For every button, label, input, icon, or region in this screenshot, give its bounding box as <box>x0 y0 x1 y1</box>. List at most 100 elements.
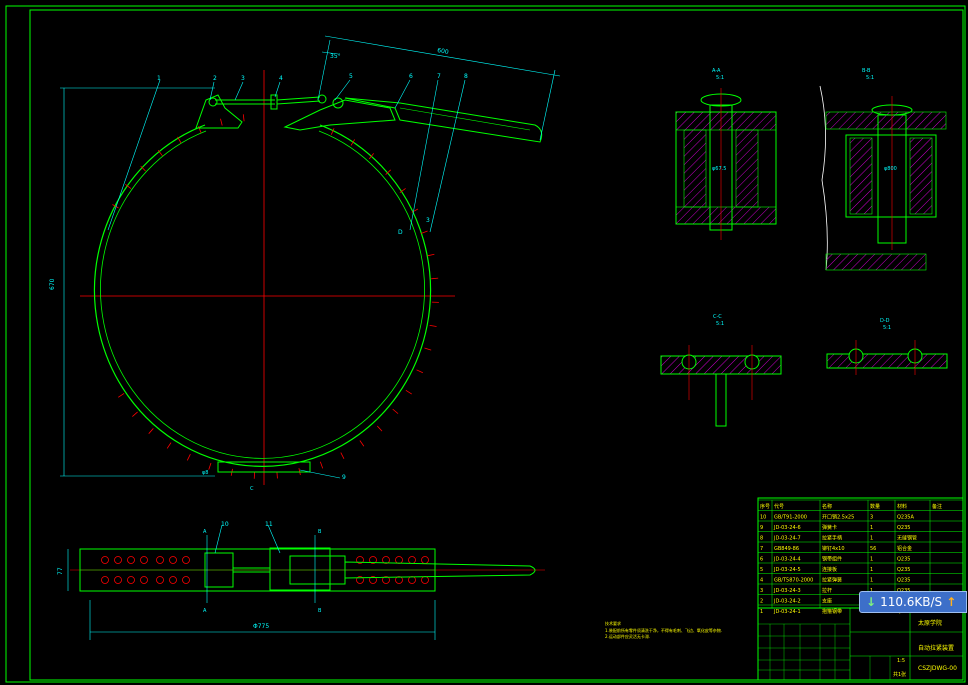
rivet-hole <box>156 556 164 564</box>
bom-cell: 9 <box>760 525 763 531</box>
section-cc: C-C 5:1 <box>660 314 782 427</box>
rivet-hole <box>114 576 122 584</box>
section-cc-scale: 5:1 <box>716 321 724 327</box>
rivet-hole <box>369 556 377 564</box>
bom-cell: 1 <box>760 609 763 615</box>
bom-header-cell: 序号 <box>760 503 770 510</box>
bom-cell: Q235 <box>897 578 910 584</box>
part-label-5: 5 <box>349 73 353 80</box>
inner-frame <box>29 9 964 681</box>
part-label-2: 2 <box>213 75 217 82</box>
bom-header-cell: 材料 <box>897 503 907 510</box>
bom-header-cell: 备注 <box>932 503 942 510</box>
dim-plan-width: Φ775 <box>253 623 269 630</box>
rivet-mark <box>350 139 355 146</box>
part-label-7: 7 <box>437 73 441 80</box>
bom-cell: JD-03-24-2 <box>773 599 801 605</box>
bom-cell: 拉杆 <box>822 587 832 594</box>
rivet-mark <box>157 149 163 157</box>
bom-cell: 铝合金 <box>897 545 912 552</box>
rivet-mark <box>411 208 419 213</box>
connector-plate <box>283 99 396 131</box>
rivet-mark <box>399 188 406 193</box>
rivet-mark <box>330 128 335 135</box>
rivet-hole <box>408 576 416 584</box>
rivet-hole <box>182 576 190 584</box>
section-bb-dim: φ800 <box>884 166 897 172</box>
rivet-mark <box>429 324 437 327</box>
rivet-mark <box>177 136 182 144</box>
bom-cell: 1 <box>870 567 873 573</box>
rivet-hole <box>101 556 109 564</box>
drawing-name: 自动拉紧装置 <box>918 644 954 652</box>
plan-mark-b-bottom: B <box>318 608 322 614</box>
sheet-count: 共1张 <box>893 671 906 678</box>
plan-mark-a-top: A <box>203 529 207 535</box>
bom-cell: 拉紧手柄 <box>822 535 842 542</box>
bom-cell: 拉紧弹簧 <box>822 577 842 584</box>
school-name: 太原学院 <box>918 619 942 627</box>
dim-c-label: C <box>250 486 254 492</box>
bom-cell: 56 <box>870 546 876 552</box>
rivet-hole <box>101 576 109 584</box>
dim-d: D <box>398 229 403 236</box>
bom-cell: Q235 <box>897 557 910 563</box>
bom-cell: 1 <box>870 578 873 584</box>
bom-cell: GB/T5870-2000 <box>774 578 813 584</box>
section-dd-scale: 5:1 <box>883 325 891 331</box>
rivet-mark <box>376 425 383 432</box>
bom-cell: JD-03-24-1 <box>773 609 801 615</box>
bom-cell: 1 <box>870 557 873 563</box>
support-bracket <box>195 94 243 129</box>
rivet-mark <box>385 169 392 175</box>
section-dd-title: D-D <box>880 318 890 324</box>
bom-cell: 8 <box>760 536 763 542</box>
bom-cell: JD-03-24-7 <box>773 536 801 542</box>
dim-angle: 35° <box>330 53 341 60</box>
dim-plan-height: 77 <box>57 567 64 575</box>
bom-cell: 无缝钢管 <box>897 535 917 542</box>
bom-cell: 3 <box>760 588 763 594</box>
section-dd: D-D 5:1 <box>826 318 948 375</box>
rivet-mark <box>405 389 412 395</box>
dim-d3: 3 <box>426 217 430 224</box>
rivet-mark <box>118 393 125 398</box>
bom-cell: 铆钉4x10 <box>822 545 845 552</box>
bom-cell: 10 <box>760 515 766 521</box>
rivet-hole <box>114 556 122 564</box>
section-bb: B-B 5:1 φ800 <box>819 68 947 271</box>
bom-cell: Q235 <box>897 525 910 531</box>
bom-cell: 6 <box>760 557 763 563</box>
plan-mark-a-bottom: A <box>203 608 207 614</box>
notes-line-1: 1.装配前所有零件须清洗干净，不得有毛刺、飞边、氧化皮等杂物. <box>605 627 722 633</box>
bom-cell: 连接板 <box>822 566 837 573</box>
rivet-hole <box>182 556 190 564</box>
bom-cell: Q235 <box>897 567 910 573</box>
rivet-hole <box>156 576 164 584</box>
bom-cell: 3 <box>870 515 873 521</box>
bom-cell: 2 <box>760 599 763 605</box>
bom-cell: 支座 <box>822 598 832 605</box>
rivet-mark <box>340 452 345 459</box>
network-speed-widget[interactable]: ↓ 110.6KB/S ↑ <box>859 591 967 613</box>
notes-line-2: 2.运动部件应灵活无卡滞. <box>605 633 650 639</box>
tension-handle <box>344 97 543 143</box>
rivet-mark <box>132 411 138 417</box>
rivet-hole <box>169 556 177 564</box>
rivet-mark <box>148 428 154 434</box>
section-bb-title: B-B <box>862 68 871 74</box>
notes-title: 技术要求 <box>605 620 621 626</box>
rivet-mark <box>125 184 132 189</box>
rivet-hole <box>127 556 135 564</box>
part-label-10: 10 <box>221 521 229 528</box>
bom-header-cell: 名称 <box>822 503 832 510</box>
rivet-hole <box>140 556 148 564</box>
section-aa-scale: 5:1 <box>716 75 724 81</box>
rivet-mark <box>220 118 223 126</box>
dim-length: 600 <box>437 47 450 56</box>
rivet-mark <box>140 165 146 172</box>
section-cc-title: C-C <box>713 314 722 320</box>
bom-cell: 7 <box>760 546 763 552</box>
